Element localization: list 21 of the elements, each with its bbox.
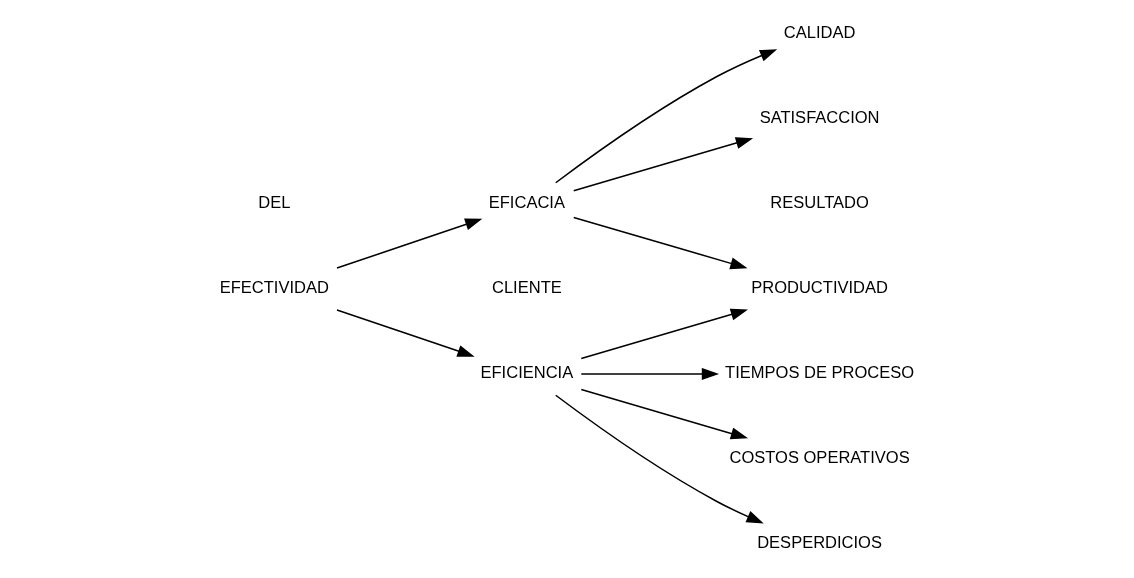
arrow bbox=[336, 218, 483, 269]
arrow bbox=[572, 216, 748, 270]
arrow bbox=[580, 367, 720, 380]
node-text: COSTOS OPERATIVOS bbox=[729, 448, 910, 468]
node-text: CALIDAD bbox=[783, 23, 856, 43]
node-text: TIEMPOS DE PROCESO bbox=[725, 363, 915, 383]
node-text: DESPERDICIOS bbox=[757, 533, 882, 553]
node-text: PRODUCTIVIDAD bbox=[751, 278, 888, 298]
arrow bbox=[336, 309, 475, 357]
node-text: SATISFACCION bbox=[759, 108, 880, 128]
label: DEL bbox=[258, 193, 291, 213]
arrow bbox=[572, 137, 754, 192]
node-text: EFECTIVIDAD bbox=[219, 278, 329, 298]
label: CLIENTE bbox=[491, 278, 562, 298]
arrow bbox=[554, 49, 778, 184]
arrow bbox=[580, 308, 749, 360]
node-text: EFICIENCIA bbox=[480, 363, 574, 383]
arrow bbox=[580, 388, 749, 440]
node-text: EFICACIA bbox=[488, 193, 565, 213]
label: RESULTADO bbox=[770, 193, 869, 213]
arrow bbox=[554, 394, 764, 524]
